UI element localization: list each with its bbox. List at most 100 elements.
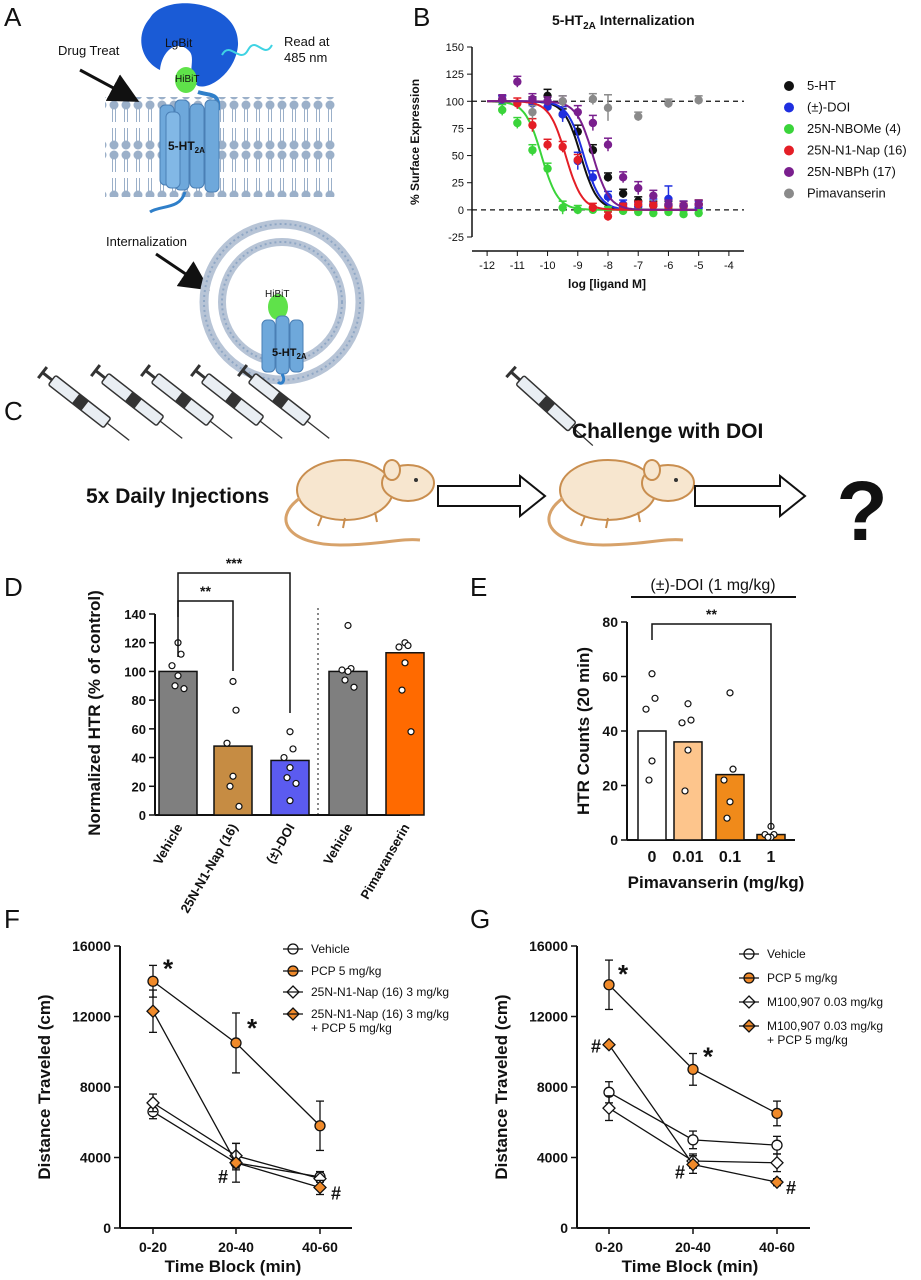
chart-b-data-point [588,118,598,128]
syringe-challenge [505,365,594,447]
chart-b-data-point [573,155,582,165]
chart-d-point [174,672,182,680]
syringe-plunger-rod [241,369,253,380]
chart-d-ytick-label: 140 [124,607,146,622]
chart-b-data-point [528,120,537,130]
chart-e-category-label: 0.1 [719,849,741,866]
chart-d-point [280,753,288,762]
chart-b-ytick-label: 0 [458,205,464,217]
chart-e-point [678,719,686,727]
chart-g-annotation: # [591,1037,601,1057]
panel-c: C 5x Daily Injections Challenge with DOI… [4,364,888,558]
chart-b-data-point [498,105,507,115]
chart-f-ylabel: Distance Traveled (cm) [35,994,54,1179]
chart-e-point [681,787,689,795]
chart-d-ytick-label: 40 [132,751,146,766]
syringe-plunger-rod [144,369,156,380]
chart-d-bar [270,759,310,816]
chart-g-marker [686,1157,700,1172]
chart-g-ytick-label: 12000 [529,1009,568,1025]
chart-g-marker [602,1101,616,1116]
chart-e-point [684,700,692,708]
legend-b-marker [784,81,794,91]
chart-b-data-point [588,173,598,182]
rat-2 [547,459,695,547]
chart-g-marker [687,1134,699,1146]
chart-g-marker [770,1155,784,1170]
chart-g-legend-label: M100,907 0.03 mg/kg [767,1019,883,1033]
chart-e-xlabel: Pimavanserin (mg/kg) [628,873,805,892]
chart-b-data-point [618,173,628,182]
chart-d-point [286,797,294,805]
chart-b-xtick-label: -8 [603,260,613,272]
chart-e-point [687,716,695,724]
chart-b-xtick-label: -7 [633,260,643,272]
chart-b-xtick-label: -10 [540,260,556,272]
chart-e-category-label: 1 [767,849,776,866]
daily-injections-label: 5x Daily Injections [86,485,269,508]
chart-f-legend-label: Vehicle [311,942,350,956]
chart-g-annotation: # [786,1178,796,1198]
chart-d-ytick-label: 0 [139,808,146,823]
chart-d-point [344,667,352,676]
read-at-label: Read at [284,34,330,49]
chart-d-significance-label: *** [226,555,243,571]
chart-g-marker [771,1107,783,1120]
chart-f-xtick-label: 20-40 [218,1239,254,1255]
chart-b-xtick-label: -12 [479,260,495,272]
drug-treat-label: Drug Treat [58,43,120,58]
chart-b-data-point [618,189,628,198]
chart-g-marker [687,1063,699,1076]
chart-d-bar [385,652,425,816]
chart-d-point [232,706,240,714]
panel-letter-a: A [4,2,22,32]
chart-g-marker [771,1139,783,1151]
hibit-blob [175,67,197,93]
chart-b-data-point [558,97,567,106]
chart-d-category-label: Vehicle [150,821,185,867]
chart-d-point [180,685,188,693]
chart-d-bar [213,745,253,816]
syringe-plunger-seal [174,391,192,409]
chart-b-xtick-label: -4 [724,260,734,272]
chart-f-xlabel: Time Block (min) [165,1257,302,1276]
chart-d-significance-label: ** [200,583,211,599]
chart-f-ytick-label: 8000 [80,1079,111,1095]
chart-d-ytick-label: 60 [132,722,146,737]
chart-d-significance-bracket [177,600,234,671]
chart-b-ytick-label: 25 [452,178,464,190]
chart-d-point [407,728,415,736]
chart-b-ylabel: % Surface Expression [408,79,422,205]
chart-b-data-point [573,205,582,215]
chart-e-ytick-label: 40 [602,723,618,739]
chart-e-ytick-label: 0 [610,832,618,848]
chart-e-point [720,776,728,784]
legend-b-label: 25N-NBPh (17) [807,164,896,179]
chart-f-legend-label: 25N-N1-Nap (16) 3 mg/kg [311,985,449,999]
syringe-5 [237,364,330,439]
receptor-label-vesicle: 5-HT2A [272,347,307,361]
chart-e-header: (±)-DOI (1 mg/kg) [650,577,775,594]
chart-d-ylabel: Normalized HTR (% of control) [85,590,104,836]
chart-g-xtick-label: 0-20 [595,1239,623,1255]
emission-wave [221,44,273,56]
syringe-thumb-rest [140,364,152,378]
chart-f-ytick-label: 12000 [72,1009,111,1025]
chart-b-ytick-label: 50 [452,151,464,163]
chart-b-data-point [694,208,703,218]
chart-f-legend-label: 25N-N1-Nap (16) 3 mg/kg [311,1007,449,1021]
chart-d-bar [328,670,368,816]
chart-e-point [645,776,653,784]
syringe-3 [140,364,233,439]
chart-b-data-point [528,107,537,117]
chart-b-data-point [603,140,613,149]
chart-g-legend-label: Vehicle [767,947,806,961]
legend-b-marker [784,188,794,199]
chart-b-data-point [603,103,613,113]
chart-d-point [404,641,412,650]
chart-b-data-point [558,142,567,152]
chart-b-data-point [664,99,673,108]
